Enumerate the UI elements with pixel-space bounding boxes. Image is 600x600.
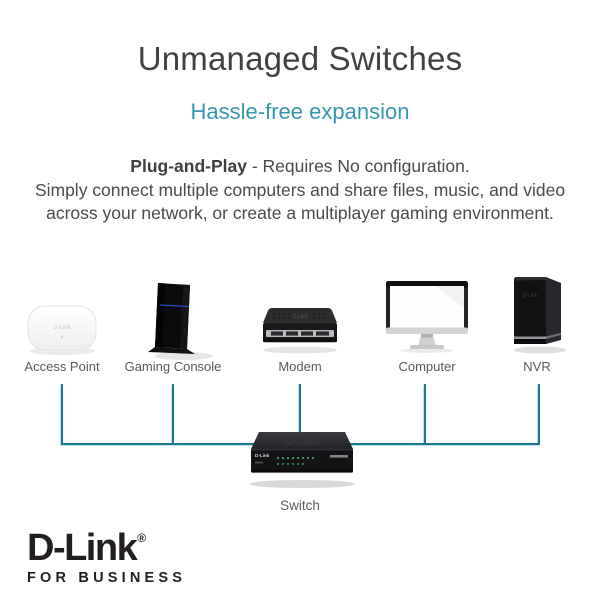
description-line-1: Plug-and-Play - Requires No configuratio… [0,155,600,179]
modem-icon: D-Link [263,308,337,354]
switch-front-marking: D-Link [255,453,270,458]
device-label-switch: Switch [280,498,320,513]
computer-icon [386,281,468,353]
connection-line-access-point [61,384,63,444]
device-label-computer: Computer [398,359,456,374]
connection-line-computer [424,384,426,444]
description-line-1-rest: - Requires No configuration. [246,156,470,176]
device-label-nvr: NVR [523,359,551,374]
registered-trademark-symbol: ® [137,531,147,545]
device-nvr: D-Link [498,266,582,358]
gaming-console-icon [148,283,213,360]
device-gaming-console [131,275,221,365]
device-label-gaming-console: Gaming Console [124,359,222,374]
modem-marking: D-Link [293,314,308,320]
nvr-marking: D-Link [523,293,538,299]
description-line-2: Simply connect multiple computers and sh… [34,179,566,200]
connection-line-nvr [538,384,540,444]
device-label-modem: Modem [278,359,322,374]
access-point-marking: D-Link [53,325,71,331]
nvr-icon: D-Link [514,277,566,354]
description-paragraph: Plug-and-Play - Requires No configuratio… [0,155,600,226]
access-point-icon: D-Link [27,305,97,355]
dlink-logo-wordmark: D-Link® [27,518,186,568]
switch-icon: D-Link D-Link [249,432,355,488]
dlink-logo-text: D-Link [27,527,138,569]
device-switch: D-Link D-Link [242,422,362,494]
connection-line-modem [299,384,301,433]
connection-line-gaming-console [172,384,174,444]
device-modem: D-Link [252,296,348,358]
switch-top-marking: D-Link [285,436,320,448]
page-subtitle: Hassle-free expansion [190,99,410,124]
description-line-3: across your network, or create a multipl… [46,203,554,223]
page-title: Unmanaged Switches [137,40,463,77]
device-access-point: D-Link [12,296,112,358]
dlink-logo-tagline: FOR BUSINESS [27,570,187,586]
device-computer [377,276,477,354]
device-label-access-point: Access Point [24,359,100,374]
plug-and-play-lead: Plug-and-Play [130,156,247,176]
dlink-logo: D-Link® FOR BUSINESS [27,518,186,586]
